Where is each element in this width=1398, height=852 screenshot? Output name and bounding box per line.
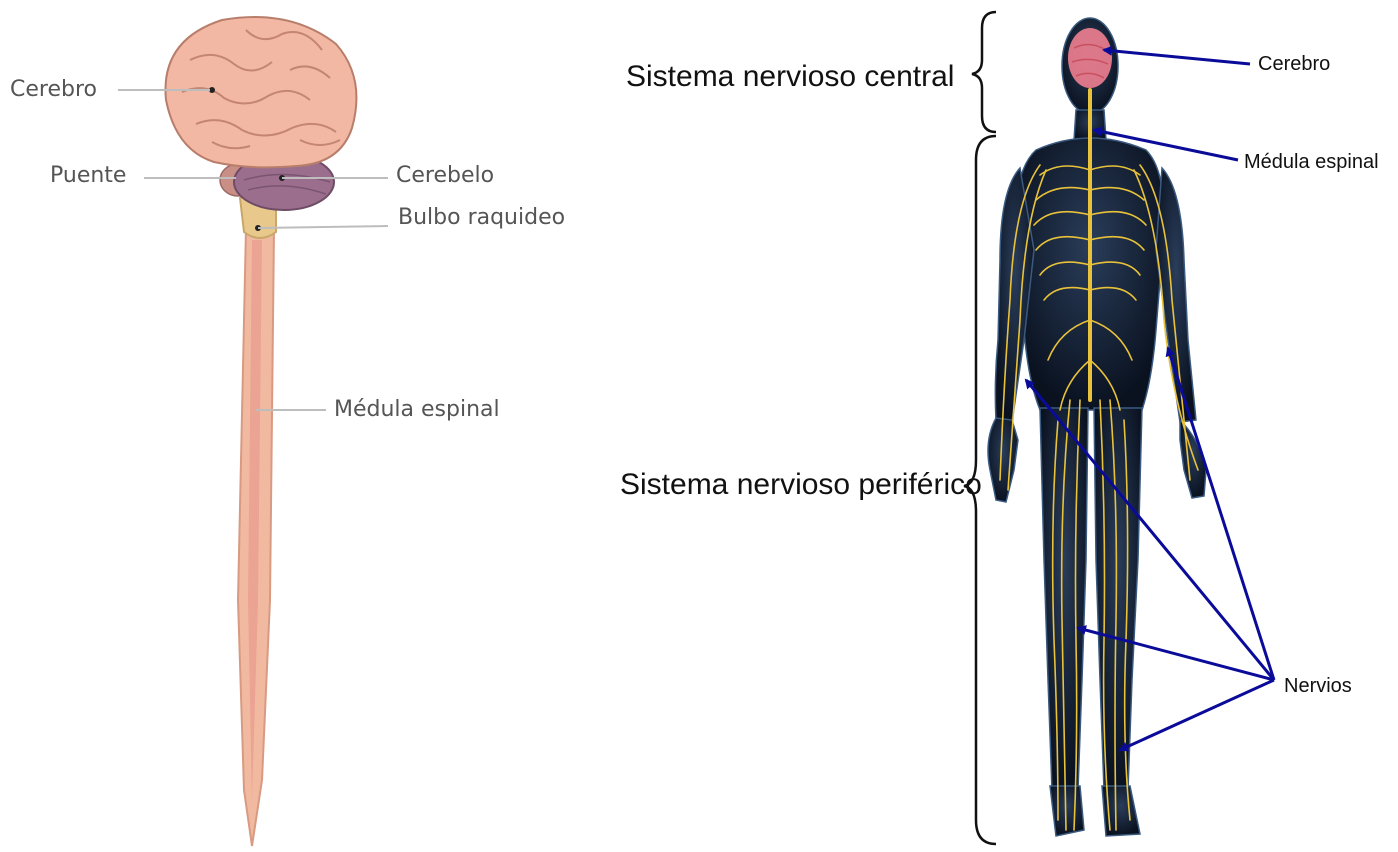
label-sistema-central: Sistema nervioso central bbox=[626, 60, 954, 93]
head-brain-shape bbox=[1068, 28, 1112, 88]
label-medula-left: Médula espinal bbox=[334, 397, 500, 422]
label-sistema-periferico: Sistema nervioso periférico bbox=[620, 468, 982, 501]
arrow-nervios-arm-right bbox=[1168, 348, 1274, 680]
brace-central bbox=[972, 12, 996, 132]
human-body-silhouette bbox=[988, 18, 1206, 836]
label-nervios: Nervios bbox=[1284, 675, 1352, 697]
arrow-nervios-shin bbox=[1120, 680, 1274, 750]
label-cerebelo: Cerebelo bbox=[396, 163, 494, 188]
right-anatomy: Sistema nervioso central Sistema nervios… bbox=[620, 12, 1379, 844]
left-anatomy: Cerebro Puente Cerebelo Bulbo raquideo M… bbox=[10, 17, 565, 846]
label-cerebro-right: Cerebro bbox=[1258, 53, 1330, 75]
label-bulbo-raquideo: Bulbo raquideo bbox=[398, 205, 565, 230]
label-cerebro-left: Cerebro bbox=[10, 77, 97, 102]
arrow-cerebro bbox=[1104, 50, 1250, 64]
label-medula-right: Médula espinal bbox=[1244, 151, 1379, 173]
leader-bulbo bbox=[258, 226, 388, 228]
label-puente: Puente bbox=[50, 163, 126, 188]
